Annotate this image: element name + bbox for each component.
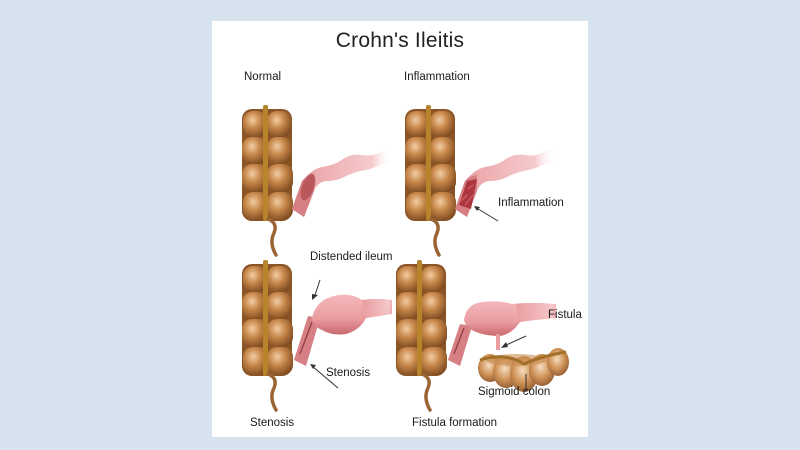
normal-panel-illustration (240, 103, 392, 257)
annotation-distended-ileum: Distended ileum (310, 251, 393, 263)
annotation-sigmoid-colon: Sigmoid colon (478, 386, 551, 398)
diagram-panel: Crohn's Ileitis (212, 21, 588, 437)
crohns-ileitis-illustration (240, 103, 569, 412)
caption-normal: Normal (244, 71, 282, 83)
fistula-panel-illustration (394, 258, 569, 412)
caption-fistula-formation: Fistula formation (412, 417, 498, 429)
caption-inflammation: Inflammation (404, 71, 470, 83)
annotation-stenosis: Stenosis (326, 367, 371, 379)
inflammation-panel-illustration (403, 103, 555, 257)
caption-stenosis: Stenosis (250, 417, 295, 429)
annotation-fistula: Fistula (548, 309, 582, 321)
diagram-title: Crohn's Ileitis (335, 29, 465, 52)
annotation-inflammation: Inflammation (498, 197, 564, 209)
stenosis-panel-illustration (240, 258, 392, 412)
